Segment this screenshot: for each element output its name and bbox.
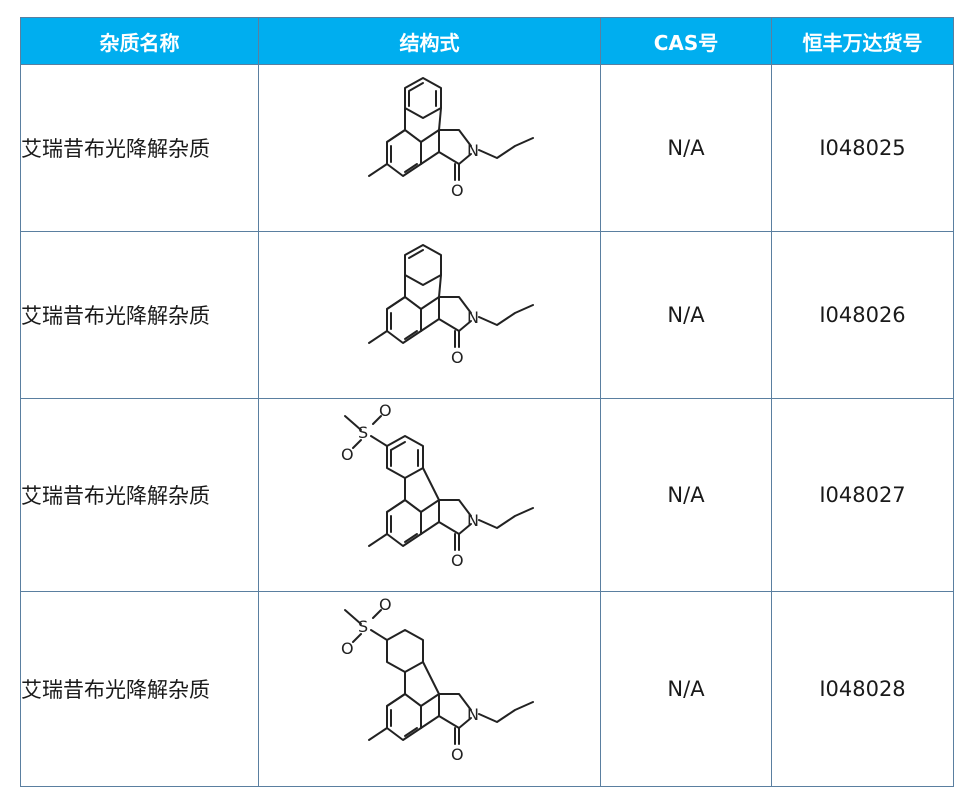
nitrogen-atom-label: N	[467, 511, 479, 530]
sulfur-atom-label: S	[358, 423, 368, 442]
catalog-number: I048028	[771, 591, 954, 787]
table-row: 艾瑞昔布光降解杂质	[20, 64, 954, 232]
structure-image: N O	[367, 244, 534, 367]
table-row: 艾瑞昔布光降解杂质 S O O	[20, 591, 954, 787]
sulfonyl-oxygen-label: O	[341, 639, 354, 658]
nitrogen-atom-label: N	[467, 141, 479, 160]
nitrogen-atom-label: N	[467, 308, 479, 327]
structure-image: S O O	[341, 596, 534, 764]
cas-number: N/A	[600, 231, 772, 399]
structure-image: N O	[367, 77, 534, 200]
header-catalog-number: 恒丰万达货号	[771, 17, 954, 65]
cas-number: N/A	[600, 64, 772, 232]
oxygen-atom-label: O	[451, 348, 464, 367]
sulfonyl-oxygen-label: O	[379, 596, 392, 614]
oxygen-atom-label: O	[451, 745, 464, 764]
oxygen-atom-label: O	[451, 551, 464, 570]
structure-cell: S O O	[258, 398, 601, 592]
structure-cell: N O	[258, 64, 601, 232]
oxygen-atom-label: O	[451, 181, 464, 200]
header-cas-number: CAS号	[600, 17, 772, 65]
impurity-name: 艾瑞昔布光降解杂质	[20, 231, 259, 399]
header-structure: 结构式	[258, 17, 601, 65]
sulfonyl-oxygen-label: O	[341, 445, 354, 464]
catalog-number: I048026	[771, 231, 954, 399]
structure-image: S O O	[341, 402, 534, 570]
structure-cell: N O	[258, 231, 601, 399]
cas-number: N/A	[600, 591, 772, 787]
table-row: 艾瑞昔布光降解杂质 S O O	[20, 398, 954, 592]
catalog-number: I048025	[771, 64, 954, 232]
impurity-name: 艾瑞昔布光降解杂质	[20, 398, 259, 592]
table-row: 艾瑞昔布光降解杂质	[20, 231, 954, 399]
nitrogen-atom-label: N	[467, 705, 479, 724]
impurity-name: 艾瑞昔布光降解杂质	[20, 64, 259, 232]
cas-number: N/A	[600, 398, 772, 592]
impurity-name: 艾瑞昔布光降解杂质	[20, 591, 259, 787]
sulfur-atom-label: S	[358, 617, 368, 636]
catalog-number: I048027	[771, 398, 954, 592]
sulfonyl-oxygen-label: O	[379, 402, 392, 420]
impurity-table: 杂质名称 结构式 CAS号 恒丰万达货号 艾瑞昔布光降解杂质	[20, 17, 954, 787]
header-impurity-name: 杂质名称	[20, 17, 259, 65]
table-header-row: 杂质名称 结构式 CAS号 恒丰万达货号	[20, 17, 954, 65]
structure-cell: S O O	[258, 591, 601, 787]
